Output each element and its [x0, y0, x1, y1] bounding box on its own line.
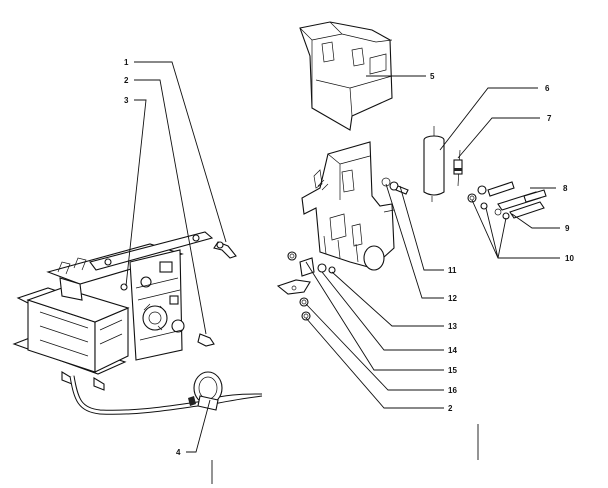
- leader-lines: [125, 61, 560, 484]
- cover-part-5: [299, 21, 393, 131]
- capacitor-part-6: [423, 126, 445, 202]
- callout-12: 12: [448, 294, 457, 303]
- callout-4: 4: [176, 448, 181, 457]
- mounting-plate: [301, 141, 409, 271]
- callout-11: 11: [448, 266, 457, 275]
- callout-14: 14: [448, 346, 457, 355]
- callout-15: 15: [448, 366, 457, 375]
- callout-8: 8: [563, 184, 568, 193]
- callout-9: 9: [565, 224, 570, 233]
- callout-5: 5: [430, 72, 435, 81]
- standoffs-part-8-9-10: [467, 181, 547, 220]
- motor-assembly: [12, 231, 263, 415]
- callout-1: 1: [124, 58, 129, 67]
- callout-6: 6: [545, 84, 550, 93]
- callout-13: 13: [448, 322, 457, 331]
- callout-2-left: 2: [124, 76, 129, 85]
- callout-10: 10: [565, 254, 574, 263]
- callout-3: 3: [124, 96, 129, 105]
- callout-7: 7: [547, 114, 552, 123]
- callout-labels: 1 2 3 4 5 6 7 8 9 10 11 12 13 14 15 16 2: [124, 58, 574, 457]
- callout-16: 16: [448, 386, 457, 395]
- callout-2-right: 2: [448, 404, 453, 413]
